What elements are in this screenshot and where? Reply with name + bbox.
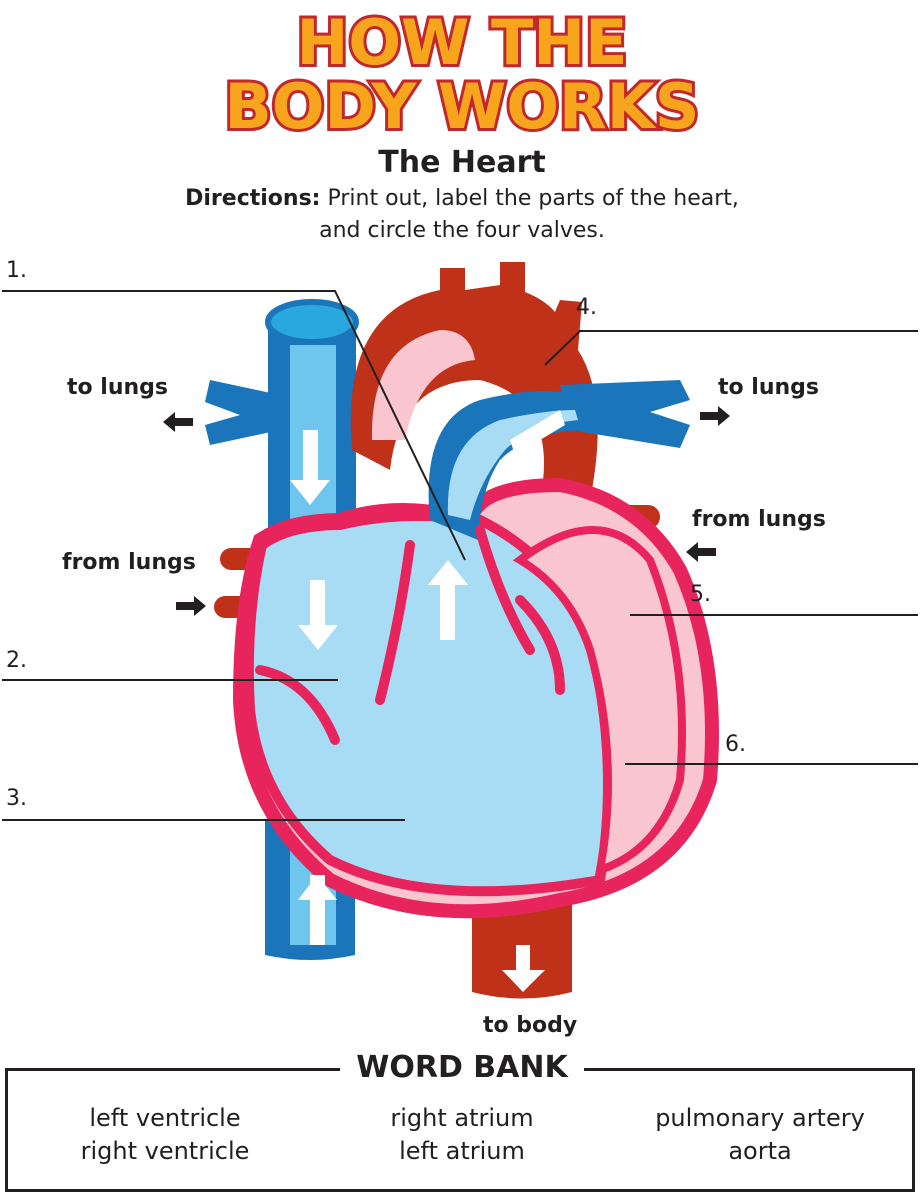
- word-bank-term: left ventricle: [89, 1104, 241, 1132]
- word-bank-column-3: pulmonary artery aorta: [640, 1102, 880, 1168]
- leader-lines: [2, 290, 918, 821]
- label-number-2: 2.: [6, 648, 27, 673]
- directions-label: Directions:: [185, 186, 321, 211]
- from-lungs-left-label: from lungs: [62, 550, 196, 575]
- leader-line-1: [2, 290, 466, 561]
- label-number-4: 4.: [576, 295, 597, 320]
- word-bank-column-2: right atrium left atrium: [357, 1102, 567, 1168]
- label-number-6: 6.: [725, 732, 746, 757]
- direction-arrows: [163, 406, 730, 616]
- word-bank-term: right atrium: [390, 1104, 534, 1132]
- leader-line-4: [544, 330, 918, 366]
- label-number-5: 5.: [690, 582, 711, 607]
- from-lungs-right-label: from lungs: [692, 507, 826, 532]
- word-bank-term: right ventricle: [80, 1137, 250, 1165]
- to-body-label: to body: [483, 1013, 578, 1038]
- logo-line-1: HOW THE: [296, 6, 627, 79]
- word-bank-column-1: left ventricle right ventricle: [60, 1102, 270, 1168]
- label-number-3: 3.: [6, 786, 27, 811]
- word-bank-term: aorta: [728, 1137, 792, 1165]
- word-bank-term: left atrium: [399, 1137, 525, 1165]
- word-bank-term: pulmonary artery: [655, 1104, 865, 1132]
- flow-arrows: [290, 410, 565, 992]
- directions: Directions: Print out, label the parts o…: [0, 183, 924, 247]
- word-bank-title: WORD BANK: [340, 1050, 584, 1085]
- to-lungs-left-label: to lungs: [67, 375, 168, 400]
- heart-septum: [255, 525, 565, 745]
- to-lungs-right-label: to lungs: [718, 375, 819, 400]
- page-title: The Heart: [378, 145, 546, 180]
- directions-line-2: and circle the four valves.: [319, 218, 605, 243]
- label-number-1: 1.: [6, 258, 27, 283]
- pulmonary-artery-branches: [205, 380, 690, 448]
- logo-line-2: BODY WORKS: [225, 70, 700, 143]
- directions-line-1: Print out, label the parts of the heart,: [327, 186, 739, 211]
- aorta-arch: [350, 262, 598, 500]
- how-the-body-works-logo: HOW THE BODY WORKS: [222, 3, 703, 145]
